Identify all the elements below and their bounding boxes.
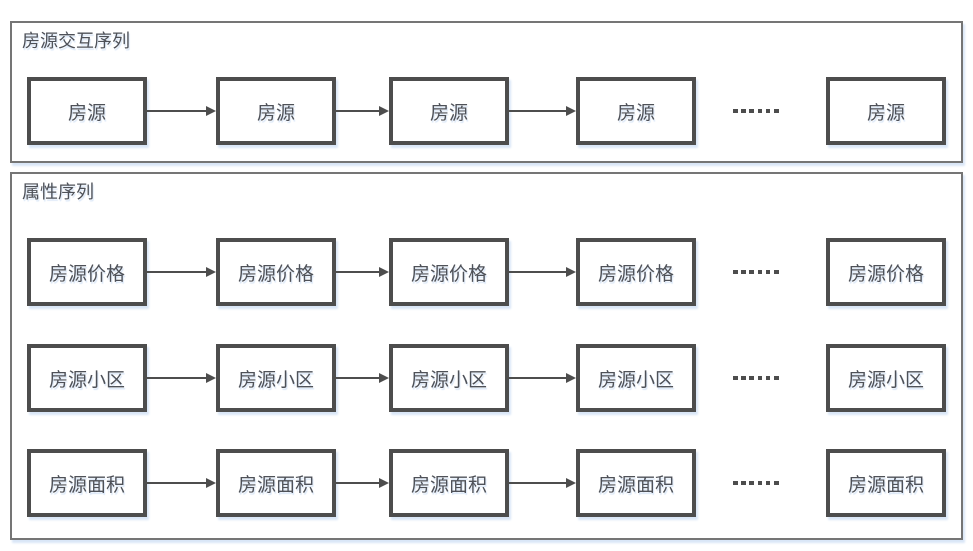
panel-interaction-sequence: 房源交互序列 房源房源房源房源房源 — [10, 21, 963, 163]
diagram-node-area: 房源面积 — [576, 449, 696, 517]
ellipsis-dots — [733, 376, 779, 380]
diagram-node-area: 房源面积 — [826, 449, 946, 517]
flow-arrow — [147, 478, 216, 489]
diagram-node-area: 房源面积 — [27, 449, 147, 517]
diagram-node-community: 房源小区 — [826, 344, 946, 412]
diagram-node-community: 房源小区 — [389, 344, 509, 412]
diagram-node-listing: 房源 — [27, 77, 147, 145]
diagram-node-price: 房源价格 — [216, 238, 336, 306]
flow-arrow — [509, 106, 576, 117]
flow-arrow — [509, 478, 576, 489]
flow-arrow — [336, 373, 389, 384]
diagram-node-area: 房源面积 — [389, 449, 509, 517]
flow-arrow — [509, 267, 576, 278]
diagram-node-community: 房源小区 — [216, 344, 336, 412]
flow-arrow — [147, 373, 216, 384]
flow-arrow — [147, 267, 216, 278]
flow-arrow — [336, 267, 389, 278]
diagram-node-listing: 房源 — [389, 77, 509, 145]
ellipsis-dots — [733, 270, 779, 274]
diagram-node-listing: 房源 — [576, 77, 696, 145]
panel-interaction-title: 房源交互序列 — [22, 31, 130, 51]
diagram-node-listing: 房源 — [826, 77, 946, 145]
diagram-node-community: 房源小区 — [27, 344, 147, 412]
panel-attribute-sequence: 属性序列 房源价格房源价格房源价格房源价格房源价格房源小区房源小区房源小区房源小… — [10, 172, 963, 540]
panel-attribute-title: 属性序列 — [22, 182, 94, 202]
ellipsis-dots — [733, 481, 779, 485]
diagram-node-price: 房源价格 — [826, 238, 946, 306]
diagram-node-price: 房源价格 — [27, 238, 147, 306]
flow-arrow — [509, 373, 576, 384]
flow-arrow — [336, 478, 389, 489]
ellipsis-dots — [733, 109, 779, 113]
diagram-node-price: 房源价格 — [389, 238, 509, 306]
flow-arrow — [147, 106, 216, 117]
diagram-node-community: 房源小区 — [576, 344, 696, 412]
diagram-node-price: 房源价格 — [576, 238, 696, 306]
diagram-node-listing: 房源 — [216, 77, 336, 145]
flow-arrow — [336, 106, 389, 117]
diagram-node-area: 房源面积 — [216, 449, 336, 517]
